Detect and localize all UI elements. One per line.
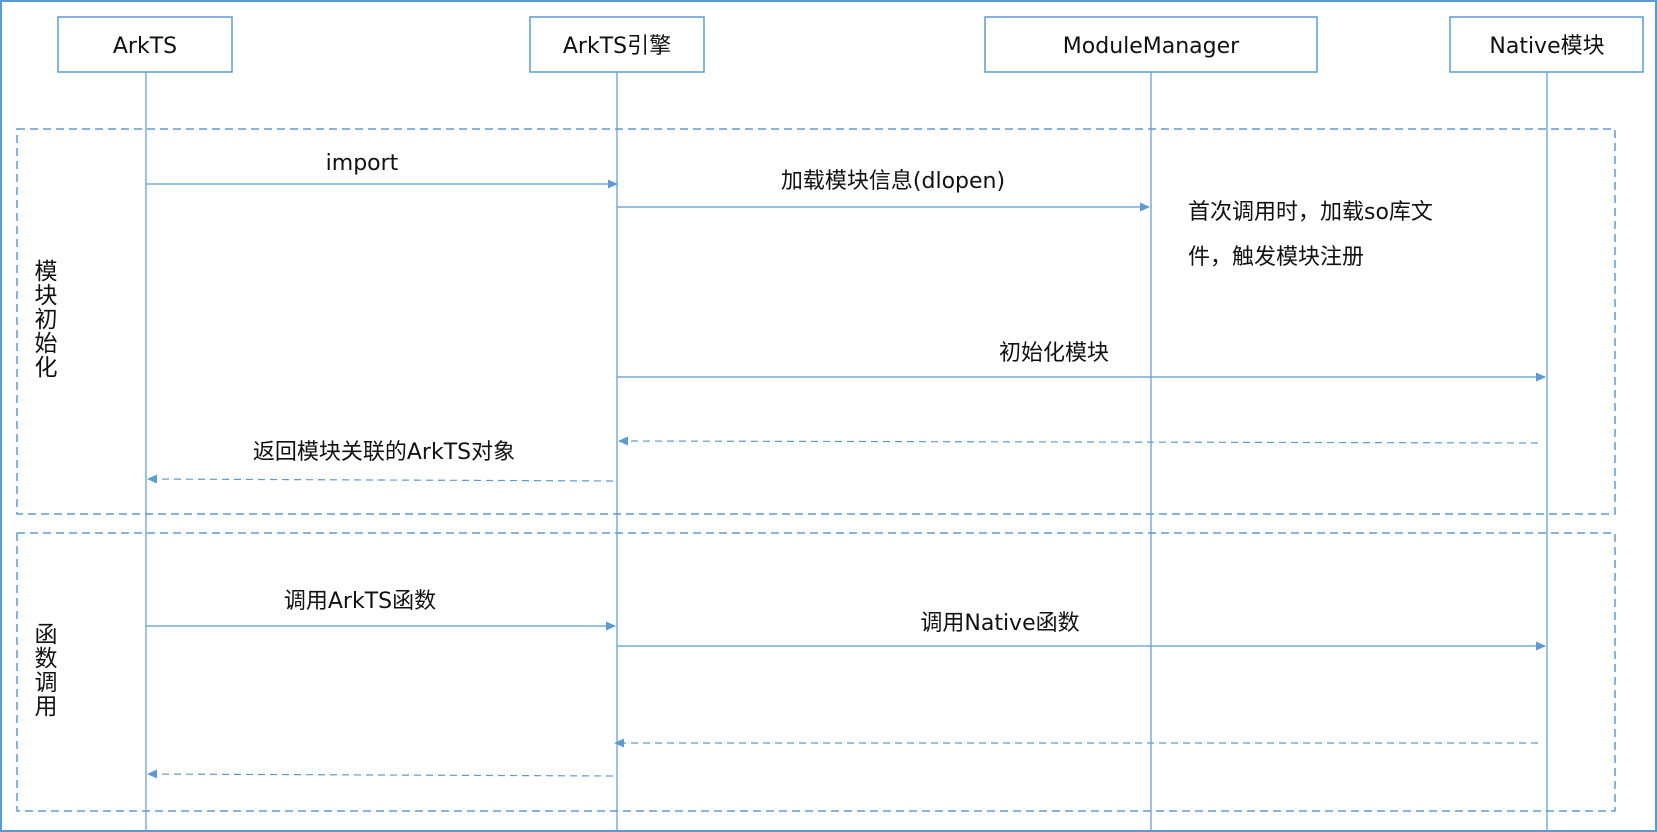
message-return-module-object-label: 返回模块关联的ArkTS对象: [253, 440, 515, 465]
group-label-char: 始: [35, 331, 58, 357]
group-label-function-call: 函 数 调 用: [35, 622, 58, 720]
participant-arkts-label: ArkTS: [113, 34, 177, 59]
group-label-char: 调: [35, 670, 58, 696]
message-call-native-function-label: 调用Native函数: [920, 611, 1079, 636]
participant-native-module-label: Native模块: [1489, 34, 1604, 59]
message-import-label: import: [326, 151, 399, 176]
group-label-module-init: 模 块 初 始 化: [35, 259, 58, 381]
message-load-module-info-label: 加载模块信息(dlopen): [781, 169, 1005, 194]
participant-module-manager-label: ModuleManager: [1063, 34, 1240, 59]
note-first-call-line-1: 首次调用时，加载so库文: [1188, 200, 1433, 225]
message-return-arkts-result-arrow: [147, 769, 614, 779]
participant-arkts: ArkTS: [57, 16, 233, 73]
message-call-arkts-function-label: 调用ArkTS函数: [284, 589, 436, 614]
group-label-char: 数: [35, 646, 58, 672]
message-return-module-object-arrow: [147, 474, 614, 484]
participant-arkts-engine-label: ArkTS引擎: [563, 34, 671, 59]
group-label-char: 块: [35, 283, 58, 309]
group-frame-function-call: [16, 532, 1616, 812]
message-return-native-to-engine-arrow: [618, 436, 1539, 446]
participant-arkts-engine: ArkTS引擎: [529, 16, 705, 73]
group-label-char: 模: [35, 259, 58, 285]
group-frame-module-init: [16, 128, 1616, 515]
note-first-call-line-2: 件，触发模块注册: [1188, 245, 1364, 270]
group-label-char: 用: [35, 694, 58, 720]
message-init-module-label: 初始化模块: [999, 341, 1109, 366]
group-label-char: 函: [35, 622, 58, 648]
participant-native-module: Native模块: [1449, 16, 1644, 73]
participant-module-manager: ModuleManager: [984, 16, 1318, 73]
group-label-char: 化: [35, 355, 58, 381]
group-label-char: 初: [35, 307, 58, 333]
